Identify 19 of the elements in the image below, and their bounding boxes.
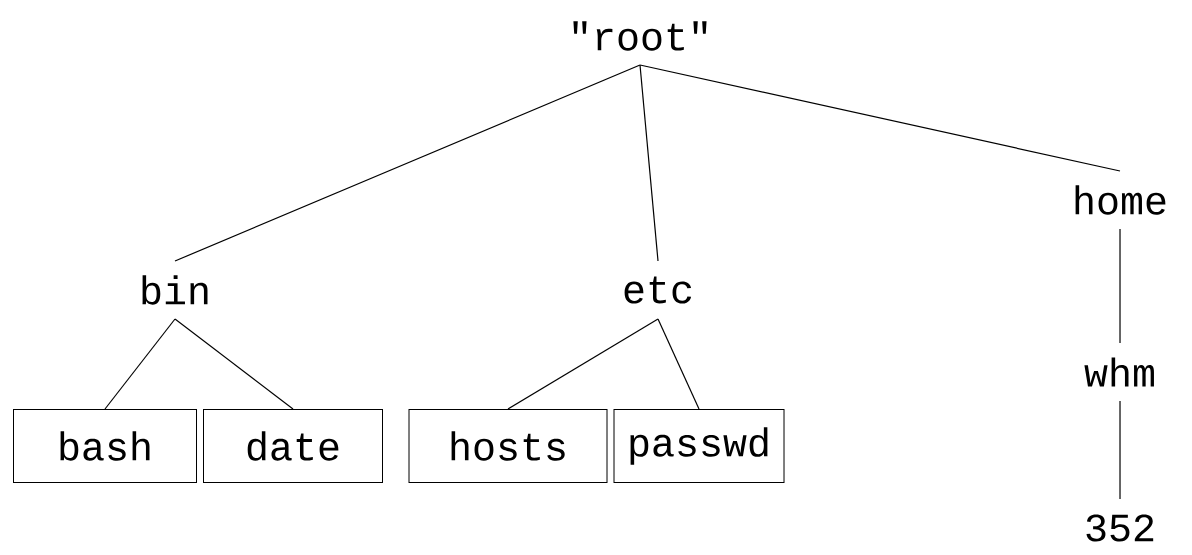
file-box: passwd xyxy=(613,409,785,483)
tree-line xyxy=(639,64,659,262)
tree-line xyxy=(507,318,659,410)
tree-line xyxy=(174,318,294,410)
directory-label: 352 xyxy=(1086,514,1154,542)
file-box: hosts xyxy=(408,409,608,483)
tree-line xyxy=(174,64,641,262)
file-box: date xyxy=(203,409,383,483)
tree-line xyxy=(1119,400,1121,500)
tree-line xyxy=(639,64,1121,172)
directory-label: home xyxy=(1075,185,1166,215)
tree-line xyxy=(657,318,700,410)
directory-label: "root" xyxy=(573,21,707,51)
tree-line xyxy=(104,318,176,410)
directory-label: etc xyxy=(624,276,692,304)
directory-label: bin xyxy=(142,275,208,305)
directory-label: whm xyxy=(1084,357,1154,387)
file-box: bash xyxy=(13,409,197,483)
tree-line xyxy=(1119,228,1121,344)
